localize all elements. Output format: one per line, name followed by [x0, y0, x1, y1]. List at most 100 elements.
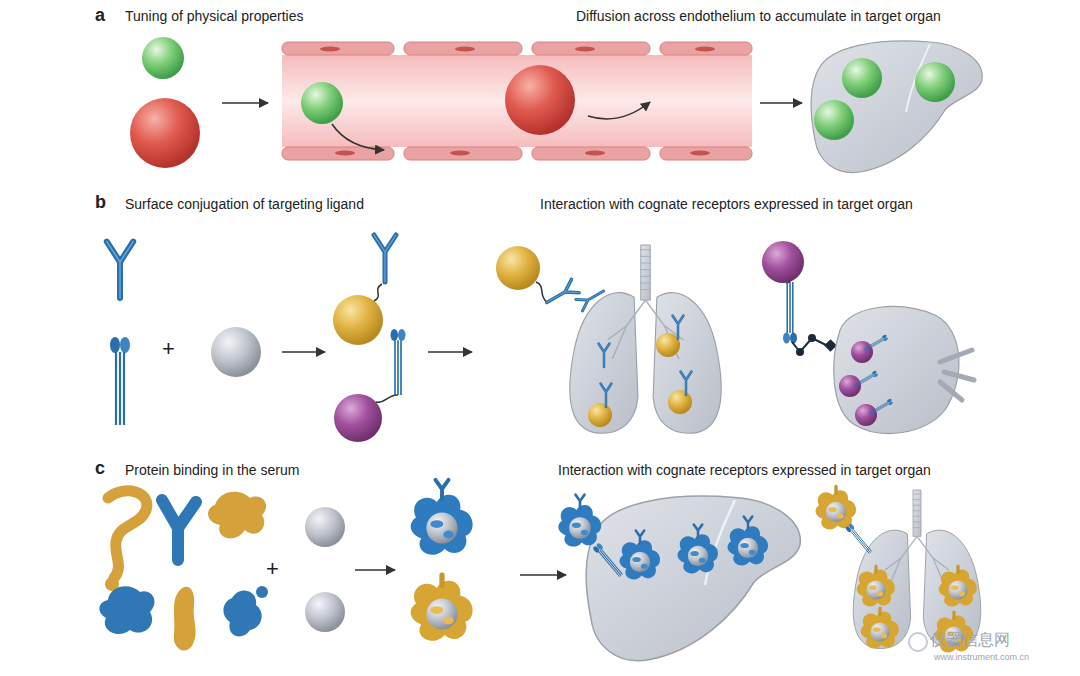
bound-nanoparticle [855, 404, 877, 426]
small-particle [842, 58, 882, 98]
nucleus [450, 151, 470, 156]
lung-organ [570, 245, 721, 433]
flow-arrow [428, 351, 472, 353]
blood-vessel [282, 55, 752, 147]
panel-heading: Surface conjugation of targeting ligand [125, 196, 364, 213]
panel-heading: Protein binding in the serum [125, 462, 299, 479]
corona-nanoparticle [620, 531, 661, 580]
antibody-ligand [601, 384, 612, 408]
lung-receptor [576, 285, 607, 311]
endothelial-cell [532, 147, 650, 160]
endothelial-cell [532, 42, 650, 55]
endothelial-cell [660, 147, 752, 160]
nucleus [320, 47, 340, 52]
circulation-arrow [588, 102, 650, 119]
receptor-ligand [863, 334, 889, 352]
plus-sign: + [266, 556, 279, 582]
corona-nanoparticle [728, 517, 769, 566]
watermark-url: www.instrument.com.cn [934, 652, 1029, 663]
serum-protein [223, 591, 261, 637]
endothelial-cell [282, 42, 394, 55]
small-particle [814, 100, 854, 140]
antibody-ligand [543, 279, 579, 309]
antibody-ligand [673, 316, 684, 340]
tether [536, 282, 547, 302]
lung-receptor [845, 523, 874, 555]
bound-nanoparticle [656, 333, 680, 357]
receptor-ligand [783, 282, 797, 344]
corona-nanoparticle [411, 575, 473, 641]
corona-nanoparticle [816, 487, 857, 530]
panel-c-art [99, 480, 980, 661]
bound-nanoparticle [851, 341, 873, 363]
liver-organ [586, 496, 800, 661]
antibody-ligand [107, 242, 133, 298]
antibody-nanoparticle [333, 295, 383, 345]
serum-protein [108, 491, 147, 578]
liver-organ [811, 41, 982, 173]
nucleus [575, 47, 595, 52]
nucleus [585, 151, 605, 156]
panel-letter: c [95, 458, 105, 480]
flow-arrow [355, 569, 395, 571]
plus-sign: + [162, 336, 175, 362]
flow-arrow [222, 102, 268, 104]
receptor-ligand [110, 337, 130, 425]
bound-nanoparticle [839, 375, 861, 397]
watermark-logo [909, 633, 927, 651]
spleen-organ [834, 307, 959, 434]
panel-b-art [107, 235, 974, 442]
nucleus [695, 47, 715, 52]
serum-protein [208, 492, 266, 539]
endothelial-cell [660, 42, 752, 55]
small-particle [301, 82, 343, 124]
extravasation-arrow [332, 124, 384, 150]
receptor-ligand [868, 398, 894, 416]
antibody-ligand [681, 372, 692, 396]
tether [374, 284, 382, 301]
ligand-bead [796, 348, 804, 356]
small-particle [915, 62, 955, 102]
corona-nanoparticle [678, 525, 719, 574]
bound-nanoparticle [668, 390, 692, 414]
bare-nanoparticle [305, 507, 345, 547]
corona-nanoparticle [861, 608, 899, 648]
serum-protein [174, 587, 196, 651]
nucleus [335, 151, 355, 156]
panel-letter: a [95, 5, 105, 27]
receptor-ligand [391, 329, 406, 395]
panel-heading: Diffusion across endothelium to accumula… [576, 8, 941, 25]
antibody-ligand [599, 344, 610, 368]
panel-letter: b [95, 192, 106, 214]
cell-nuclei [320, 47, 715, 156]
panel-heading: Interaction with cognate receptors expre… [558, 462, 931, 479]
endothelial-cell [404, 147, 522, 160]
endothelial-cells [282, 42, 752, 160]
corona-nanoparticle [411, 480, 473, 555]
serum-protein [256, 586, 268, 598]
small-particle [142, 37, 184, 79]
bare-nanoparticle [211, 327, 261, 377]
corona-nanoparticle [939, 566, 977, 606]
tether [376, 395, 398, 402]
endothelial-cell [404, 42, 522, 55]
nucleus [455, 47, 475, 52]
nucleus [690, 151, 710, 156]
organ-vessel [940, 350, 974, 400]
antibody-nanoparticle [496, 246, 540, 290]
ligand-bead [808, 334, 816, 342]
receptor-nanoparticle [334, 394, 382, 442]
flow-arrow [282, 351, 325, 353]
corona-nanoparticle [857, 566, 895, 606]
flow-arrow [520, 574, 566, 576]
bare-nanoparticle [305, 592, 345, 632]
receptor-ligand [853, 370, 879, 388]
large-particle [505, 65, 575, 135]
panel-a-art [130, 37, 982, 173]
flow-arrow [760, 102, 802, 104]
serum-protein [99, 586, 154, 634]
panel-heading: Tuning of physical properties [125, 8, 303, 25]
panel-heading: Interaction with cognate receptors expre… [540, 196, 913, 213]
